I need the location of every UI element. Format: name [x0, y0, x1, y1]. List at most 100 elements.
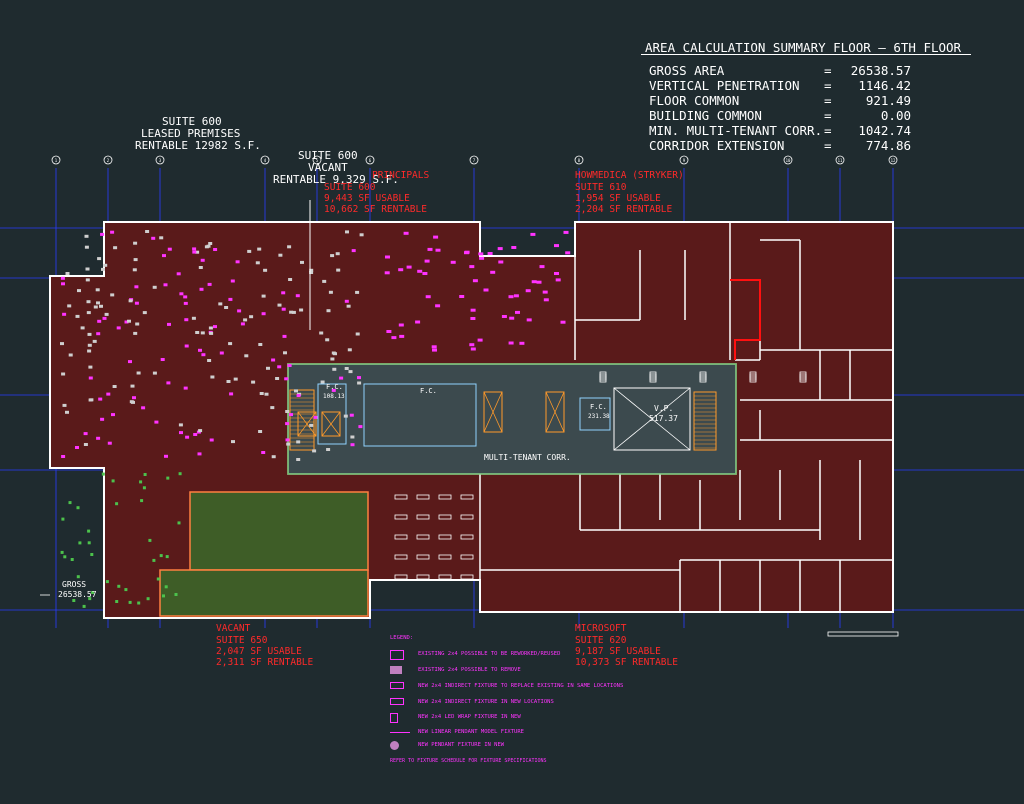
light-fixture	[208, 326, 213, 330]
light-fixture	[183, 295, 188, 299]
light-fixture	[116, 326, 121, 330]
light-fixture	[139, 480, 143, 484]
light-fixture	[68, 353, 73, 357]
light-fixture	[249, 315, 254, 319]
light-fixture	[309, 268, 314, 272]
light-fixture	[478, 252, 484, 256]
light-fixture	[110, 230, 115, 234]
light-fixture	[543, 298, 549, 302]
light-fixture	[299, 308, 304, 312]
light-fixture	[230, 279, 235, 283]
howmedica-room-outline	[730, 279, 761, 360]
light-fixture	[90, 553, 94, 556]
light-fixture	[513, 294, 519, 298]
light-fixture	[326, 448, 331, 451]
light-fixture	[477, 338, 483, 342]
light-fixture	[398, 323, 404, 327]
light-fixture	[235, 260, 240, 264]
legend-symbol	[390, 698, 404, 705]
suite600-leased-line2: LEASED PREMISES	[141, 127, 241, 140]
light-fixture	[97, 257, 102, 261]
elevator-x	[545, 391, 565, 433]
light-fixture	[159, 236, 164, 240]
light-fixture	[75, 446, 79, 449]
grid-bubble-label: 7	[473, 158, 476, 163]
light-fixture	[135, 322, 140, 326]
light-fixture	[347, 348, 352, 352]
light-fixture	[142, 486, 146, 490]
light-fixture	[247, 249, 252, 253]
light-fixture	[61, 282, 65, 286]
elevator	[297, 411, 317, 437]
light-fixture	[435, 248, 441, 252]
light-fixture	[399, 334, 405, 338]
light-fixture	[209, 438, 214, 442]
light-fixture	[154, 420, 159, 424]
light-fixture	[165, 555, 169, 559]
light-fixture	[87, 343, 92, 347]
light-fixture	[137, 601, 141, 605]
light-fixture	[77, 289, 81, 293]
tenant-howmedica-usable: 1,954 SF USABLE	[575, 193, 661, 204]
core-vp-value: 517.37	[649, 414, 678, 423]
light-fixture	[240, 322, 245, 326]
light-fixture	[198, 348, 202, 352]
light-fixture	[479, 256, 485, 260]
legend-text: EXISTING 2x4 POSSIBLE TO BE REWORKED/REU…	[418, 651, 561, 657]
light-fixture	[300, 260, 304, 264]
light-fixture	[394, 534, 408, 540]
grid-bubble	[835, 155, 845, 165]
light-fixture	[333, 352, 337, 356]
suite600-leased-line3: RENTABLE 12982 S.F.	[135, 139, 261, 152]
light-fixture	[142, 311, 147, 315]
light-fixture	[143, 473, 147, 476]
light-fixture	[80, 326, 85, 330]
light-fixture	[384, 271, 390, 275]
light-fixture	[435, 304, 441, 308]
gross-label: GROSS	[62, 580, 87, 589]
light-fixture	[133, 241, 138, 245]
light-fixture	[295, 294, 300, 298]
light-fixture	[129, 400, 134, 404]
summary-label: MIN. MULTI-TENANT CORR.	[649, 123, 823, 138]
light-fixture	[219, 351, 224, 355]
light-fixture	[213, 248, 218, 251]
grid-bubble	[103, 155, 113, 165]
light-fixture	[105, 580, 109, 584]
light-fixture	[472, 279, 478, 283]
light-fixture	[200, 331, 205, 335]
light-fixture	[282, 334, 287, 338]
light-fixture	[102, 316, 107, 320]
light-fixture	[60, 550, 64, 554]
legend-note: REFER TO FIXTURE SCHEDULE FOR FIXTURE SP…	[390, 758, 547, 764]
light-fixture	[226, 380, 231, 383]
light-fixture	[497, 247, 503, 251]
light-fixture	[244, 354, 249, 358]
elevator	[545, 391, 565, 433]
light-fixture	[358, 425, 363, 429]
light-fixture	[487, 252, 493, 255]
suite600-vacant-line1: SUITE 600	[298, 149, 358, 162]
light-fixture	[519, 341, 525, 345]
light-fixture	[554, 244, 559, 248]
light-fixture	[799, 375, 807, 383]
light-fixture	[469, 265, 475, 269]
light-fixture	[312, 449, 317, 453]
light-fixture	[438, 574, 452, 580]
light-fixture	[285, 422, 290, 426]
light-fixture	[228, 297, 233, 301]
light-fixture	[291, 310, 296, 314]
light-fixture	[525, 289, 531, 293]
light-fixture	[70, 558, 74, 561]
light-fixture	[459, 295, 465, 298]
grid-bubble	[469, 155, 479, 165]
legend-text: NEW 2x4 INDIRECT FIXTURE IN NEW LOCATION…	[418, 699, 554, 705]
light-fixture	[92, 339, 97, 343]
summary-value: 0.00	[880, 108, 911, 123]
light-fixture	[237, 309, 242, 313]
light-fixture	[209, 331, 214, 335]
light-fixture	[285, 410, 290, 413]
summary-row: CORRIDOR EXTENSION = 774.86	[649, 138, 911, 153]
light-fixture	[191, 316, 196, 320]
light-fixture	[325, 338, 330, 342]
